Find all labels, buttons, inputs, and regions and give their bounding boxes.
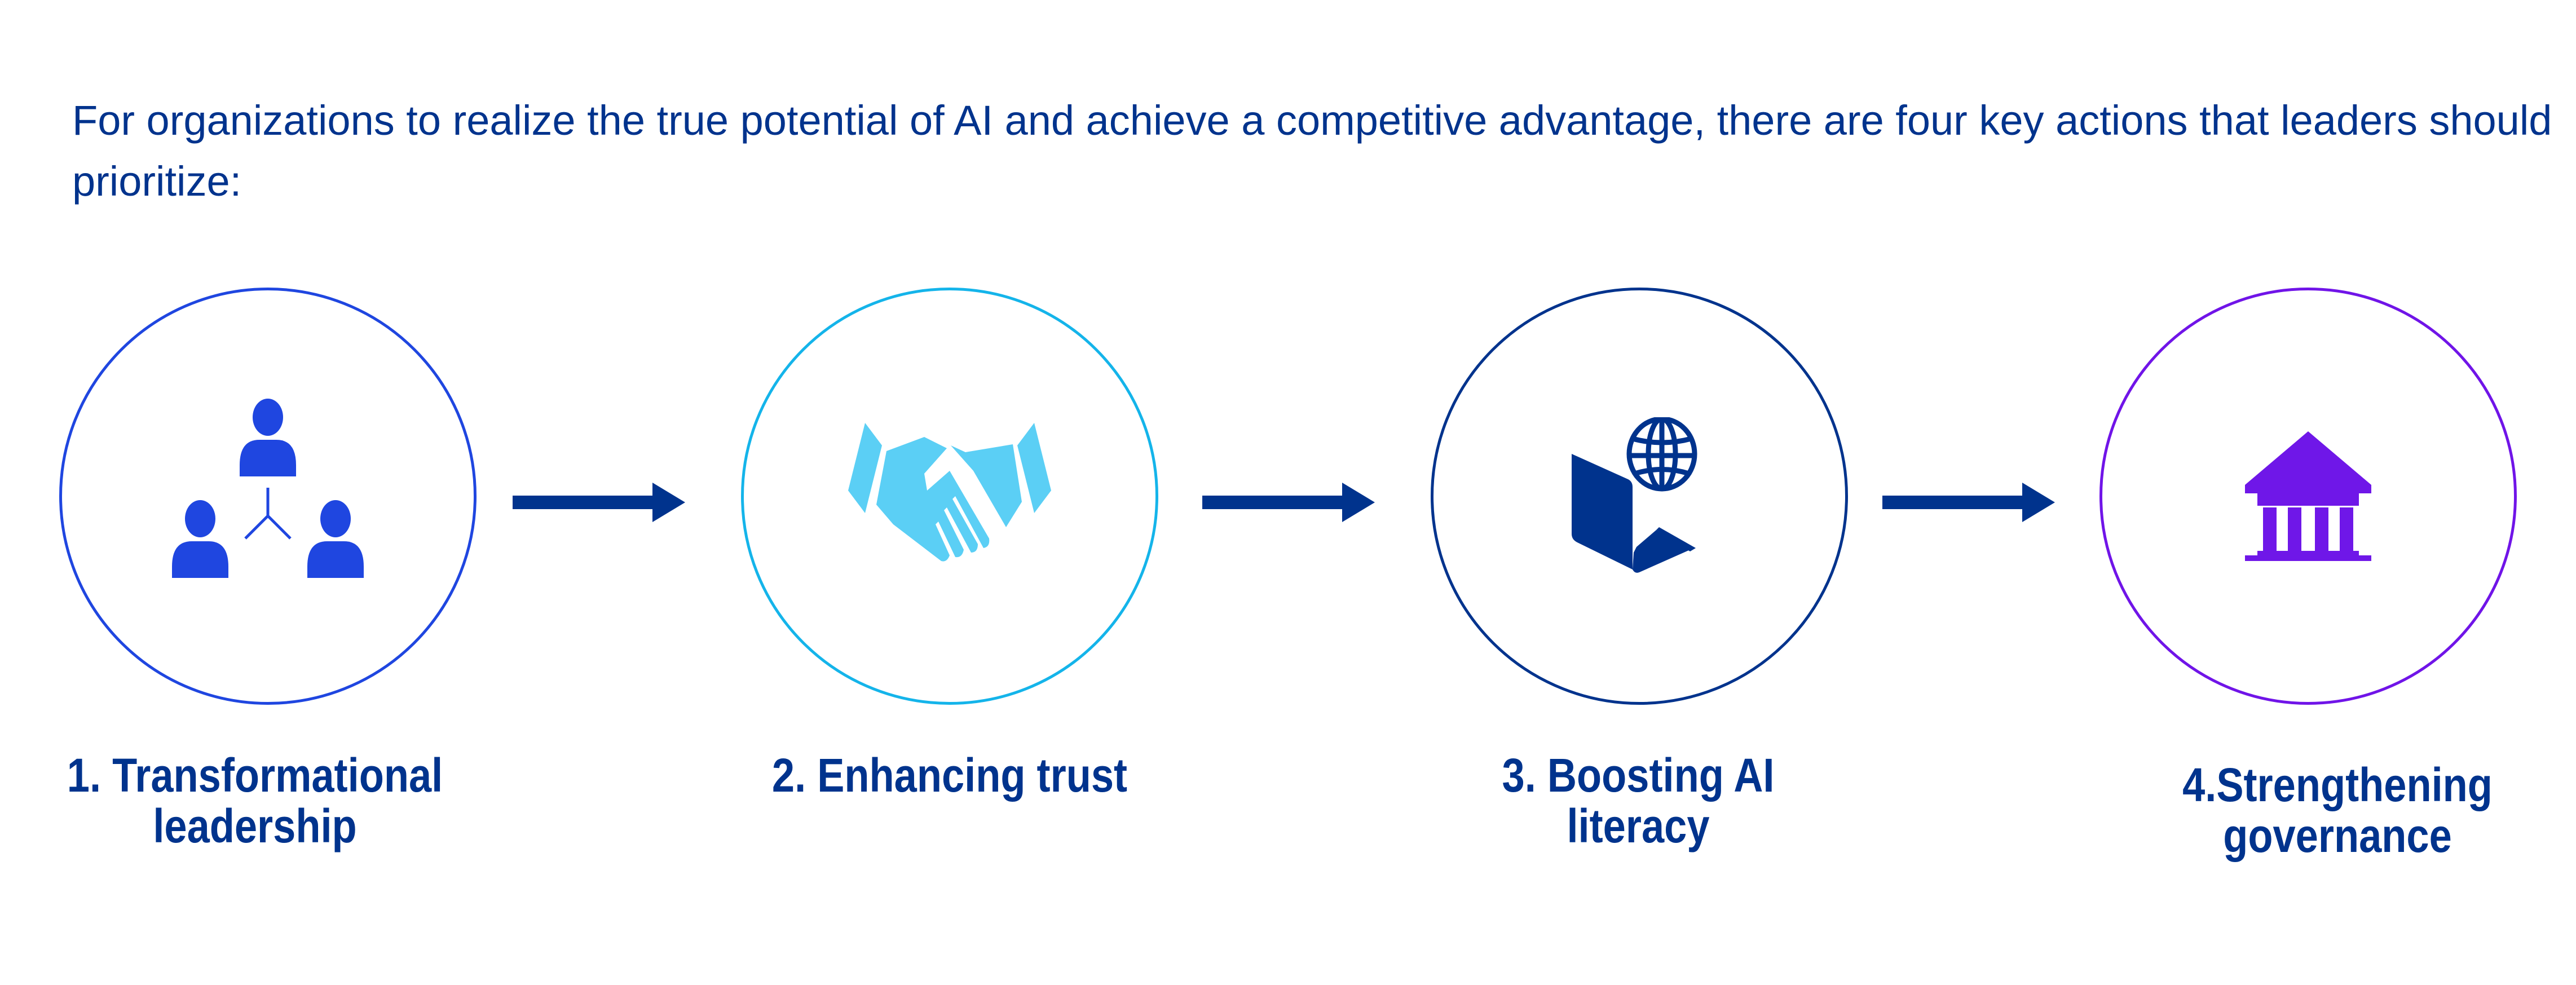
step-3-label-line2: literacy <box>1567 800 1710 853</box>
arrow-1-to-2 <box>513 483 685 522</box>
step-4-circle <box>2099 288 2517 705</box>
step-1-label-line2: leadership <box>153 800 357 853</box>
step-2-label-line1: 2. Enhancing trust <box>771 749 1128 802</box>
step-2-label: 2. Enhancing trust <box>731 750 1168 801</box>
arrow-2-to-3 <box>1202 483 1375 522</box>
step-1-circle <box>59 288 477 705</box>
step-3-label: 3. Boosting AI literacy <box>1420 750 1856 851</box>
arrow-3-to-4 <box>1882 483 2055 522</box>
step-1-label: 1. Transformational leadership <box>37 750 473 851</box>
step-1-label-line1: 1. Transformational <box>67 749 443 802</box>
handshake-icon <box>848 423 1051 562</box>
people-network-icon <box>172 399 364 578</box>
intro-text: For organizations to realize the true po… <box>72 97 2552 205</box>
step-4-label: 4.Strengthening governance <box>2119 759 2556 861</box>
step-4-label-line1: 4.Strengthening <box>2182 758 2493 811</box>
step-3-label-line1: 3. Boosting AI <box>1502 749 1775 802</box>
step-2-circle <box>741 288 1158 705</box>
step-3-circle <box>1431 288 1848 705</box>
step-4-label-line2: governance <box>2223 809 2452 862</box>
laptop-globe-icon <box>1572 417 1697 573</box>
government-building-icon <box>2245 431 2371 561</box>
